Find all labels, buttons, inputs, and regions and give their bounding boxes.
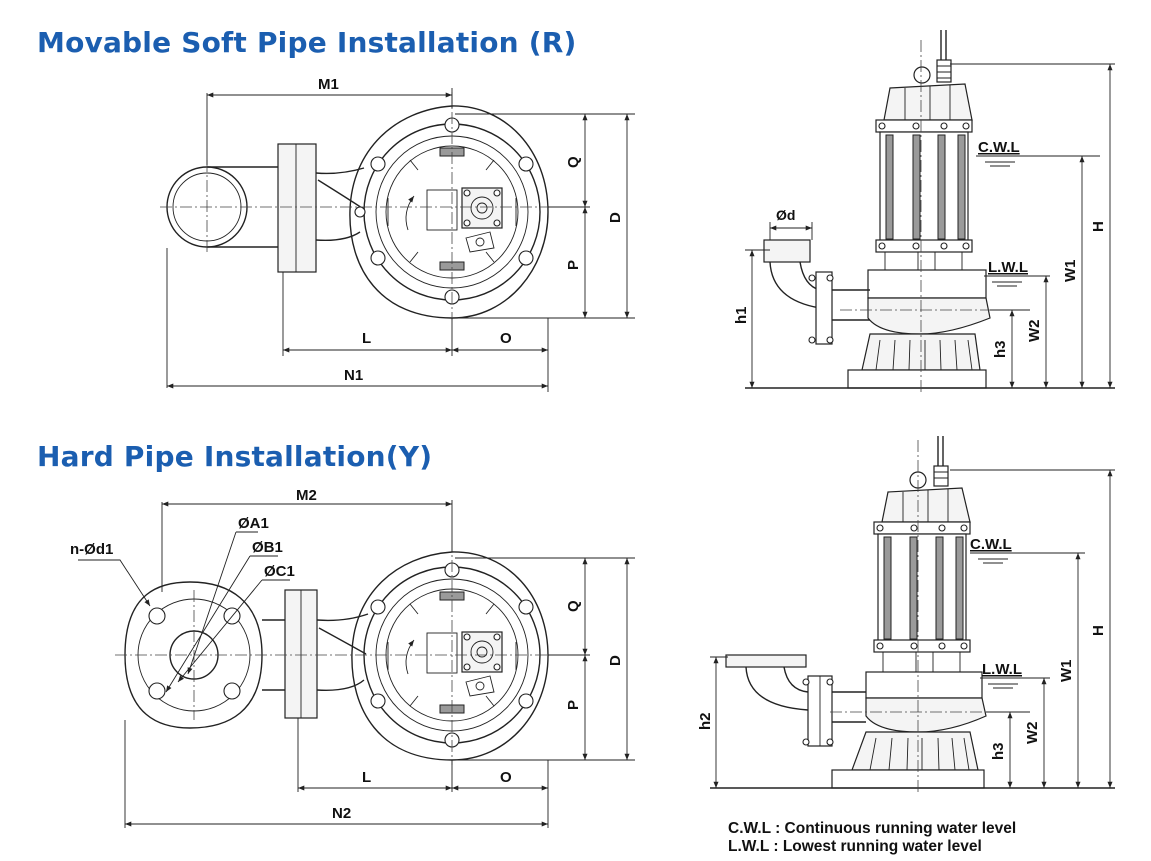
soft-side-view: Ød C.W.L L.W.L H W1 W2 h3 h1 xyxy=(733,30,1115,395)
label-cwl: C.W.L xyxy=(978,139,1020,156)
label-H: H xyxy=(1090,625,1107,636)
label-D: D xyxy=(607,212,624,223)
label-phi-d: Ød xyxy=(776,207,795,223)
label-N1: N1 xyxy=(344,367,363,384)
label-O: O xyxy=(500,769,512,786)
label-W2: W2 xyxy=(1026,320,1043,343)
label-M2: M2 xyxy=(296,487,317,504)
label-P: P xyxy=(565,260,582,270)
label-O: O xyxy=(500,330,512,347)
label-L: L xyxy=(362,769,371,786)
label-P: P xyxy=(565,700,582,710)
label-D: D xyxy=(607,655,624,666)
label-phi-A1: ØA1 xyxy=(238,515,269,532)
label-W2: W2 xyxy=(1024,722,1041,745)
label-h1: h1 xyxy=(733,306,750,324)
label-M1: M1 xyxy=(318,76,339,93)
label-h3: h3 xyxy=(990,742,1007,760)
soft-plan-view: M1 Q D P L O N1 xyxy=(160,76,635,392)
label-phi-C1: ØC1 xyxy=(264,563,295,580)
label-Q: Q xyxy=(565,156,582,168)
label-n-phi-d1: n-Ød1 xyxy=(70,541,113,558)
label-cwl: C.W.L xyxy=(970,536,1012,553)
label-Q: Q xyxy=(565,600,582,612)
label-lwl: L.W.L xyxy=(988,259,1028,276)
legend-lwl: L.W.L : Lowest running water level xyxy=(728,838,982,855)
legend-cwl: C.W.L : Continuous running water level xyxy=(728,820,1017,837)
label-H: H xyxy=(1090,221,1107,232)
label-W1: W1 xyxy=(1058,660,1075,683)
hard-plan-view: M2 ØA1 ØB1 ØC1 n-Ød1 Q D P L O N2 xyxy=(70,487,635,828)
label-h2: h2 xyxy=(697,712,714,730)
label-phi-B1: ØB1 xyxy=(252,539,283,556)
section-title-hard-pipe: Hard Pipe Installation(Y) xyxy=(37,440,433,473)
label-h3: h3 xyxy=(992,340,1009,358)
legend: C.W.L : Continuous running water level L… xyxy=(728,820,1016,856)
label-N2: N2 xyxy=(332,805,351,822)
label-W1: W1 xyxy=(1062,260,1079,283)
section-title-soft-pipe: Movable Soft Pipe Installation (R) xyxy=(37,26,577,59)
label-lwl: L.W.L xyxy=(982,661,1022,678)
label-L: L xyxy=(362,330,371,347)
hard-side-view: C.W.L L.W.L H W1 W2 h3 h2 xyxy=(697,436,1115,795)
